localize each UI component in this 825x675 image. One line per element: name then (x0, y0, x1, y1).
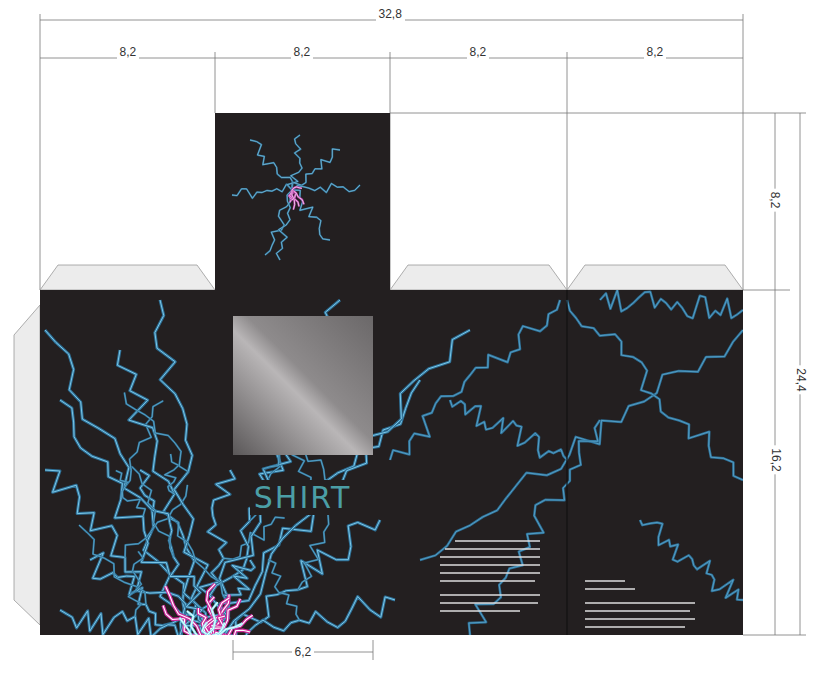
dimension-label: 32,8 (376, 7, 405, 21)
lightning-bolt (205, 624, 242, 635)
lightning-bolt (45, 330, 210, 635)
dimension-label: 8,2 (467, 45, 490, 59)
lightning-core (79, 525, 146, 605)
brand-name: SHIRT (250, 480, 355, 515)
lightning-bolt (292, 190, 330, 240)
lightning-core (117, 350, 205, 635)
lightning-bolt (292, 190, 295, 210)
front-panel: SHIRT (215, 470, 390, 525)
dimension-label: 8,2 (291, 45, 314, 59)
lightning-bolt (268, 560, 300, 621)
fine-print-line (585, 602, 695, 604)
lightning-bolt (292, 183, 360, 192)
lightning-bolt (166, 586, 205, 635)
lightning-core (124, 392, 188, 471)
lightning-bolt (232, 184, 292, 198)
lightning-bolt (205, 602, 218, 635)
lightning-bolt (287, 135, 302, 190)
fine-print-line (585, 580, 625, 582)
dimension-label: 24,4 (793, 365, 807, 394)
lightning-core (292, 190, 330, 240)
lightning-bolt (205, 596, 395, 635)
fine-print-line (440, 580, 535, 582)
lightning-core (292, 187, 302, 190)
lightning-bolt (292, 187, 302, 190)
fine-print-line (440, 594, 540, 596)
lightning-core (166, 586, 205, 635)
lid-panel (215, 113, 390, 290)
fold-line (566, 290, 567, 635)
lightning-bolt (205, 615, 253, 635)
lightning-bolt (567, 300, 743, 480)
lightning-illustration (45, 290, 743, 635)
lightning-bolt (205, 520, 380, 635)
lightning-core (205, 624, 242, 635)
lightning-core (128, 551, 143, 616)
dimension-label: 16,2 (768, 445, 782, 474)
lightning-bolt (132, 467, 174, 558)
lightning-core (390, 300, 560, 460)
fine-print-line (585, 588, 635, 590)
lightning-core (292, 183, 360, 192)
fine-print-line (440, 602, 538, 604)
fine-print-line (585, 610, 690, 612)
dimension-label: 6,2 (292, 645, 315, 659)
fine-print-line (440, 610, 520, 612)
lightning-bolt (390, 300, 560, 460)
lightning-core (205, 520, 380, 635)
lightning-core (205, 596, 395, 635)
lightning-core (45, 330, 210, 635)
lightning-bolt (250, 140, 293, 190)
lightning-bolt (187, 611, 205, 635)
lightning-core (205, 615, 253, 635)
lightning-bolt (450, 400, 567, 460)
lightning-bolt (420, 330, 743, 560)
fine-print-line (440, 556, 540, 558)
lightning-bolt (128, 551, 143, 616)
lightning-bolt (124, 392, 188, 471)
fine-print-line (440, 564, 540, 566)
lightning-core (268, 560, 300, 621)
lightning-core (45, 470, 205, 635)
lightning-core (287, 135, 302, 190)
lightning-core (292, 190, 295, 210)
lightning-bolt (45, 470, 205, 635)
lightning-core (276, 190, 292, 260)
lightning-bolt (640, 520, 743, 600)
window-cutout (233, 316, 373, 455)
body-panels (40, 290, 743, 635)
lightning-bolt (79, 525, 146, 605)
dimension-label: 8,2 (117, 45, 140, 59)
lightning-core (420, 330, 743, 560)
fine-print-line (455, 540, 540, 542)
dimension-label: 8,2 (644, 45, 667, 59)
lightning-core (450, 400, 567, 460)
dimension-label: 8,2 (768, 189, 782, 212)
fine-print-line (440, 572, 540, 574)
lightning-core (250, 140, 293, 190)
fine-print-line (585, 618, 695, 620)
lightning-core (132, 467, 174, 558)
lightning-core (232, 184, 292, 198)
lightning-core (600, 290, 743, 318)
lightning-core (187, 611, 205, 635)
lightning-illustration (232, 135, 360, 260)
lightning-core (640, 520, 743, 600)
fine-print-line (445, 548, 540, 550)
lightning-bolt (600, 290, 743, 318)
lightning-core (205, 602, 218, 635)
lightning-bolt (117, 350, 205, 635)
dimension-lines (40, 14, 806, 660)
fine-print-line (585, 626, 685, 628)
lightning-bolt (276, 190, 292, 260)
fine-print (440, 540, 695, 628)
lightning-core (567, 300, 743, 480)
